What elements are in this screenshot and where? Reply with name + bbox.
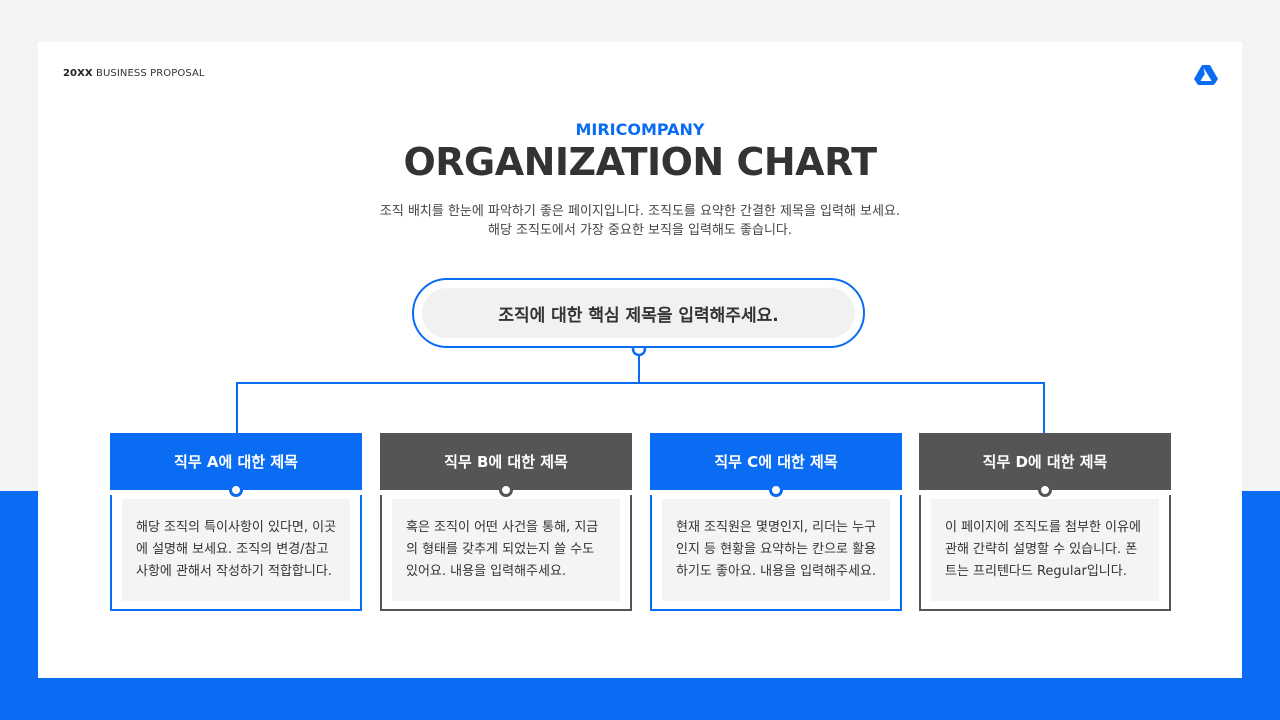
- role-body-b: 혹은 조직이 어떤 사건을 통해, 지금 의 형태를 갖추게 되었는지 쓸 수도…: [392, 499, 620, 601]
- role-body-a-line: 해당 조직의 특이사항이 있다면, 이곳: [136, 520, 337, 535]
- page-title: ORGANIZATION CHART: [403, 140, 877, 184]
- role-body-b-line: 있어요. 내용을 입력해주세요.: [406, 564, 567, 579]
- role-body-a-line: 사항에 관해서 작성하기 적합합니다.: [136, 564, 332, 579]
- role-card-a: 직무 A에 대한 제목 해당 조직의 특이사항이 있다면, 이곳 에 설명해 보…: [110, 433, 362, 611]
- role-body-b-line: 의 형태를 갖추게 되었는지 쓸 수도: [406, 542, 595, 557]
- role-title-c: 직무 C에 대한 제목: [650, 433, 902, 490]
- header-label: 20XX BUSINESS PROPOSAL: [63, 68, 205, 79]
- role-body-a-line: 에 설명해 보세요. 조직의 변경/참고: [136, 542, 329, 557]
- role-frame-c: 현재 조직원은 몇명인지, 리더는 누구 인지 등 현황을 요약하는 칸으로 활…: [650, 495, 902, 611]
- header-year: 20XX: [63, 68, 93, 79]
- connector-dot: [499, 483, 513, 497]
- role-body-d-line: 트는 프리텐다드 Regular입니다.: [945, 564, 1127, 579]
- core-title: 조직에 대한 핵심 제목을 입력해주세요.: [422, 288, 855, 338]
- role-card-c: 직무 C에 대한 제목 현재 조직원은 몇명인지, 리더는 누구 인지 등 현황…: [650, 433, 902, 611]
- role-body-b-line: 혹은 조직이 어떤 사건을 통해, 지금: [406, 520, 599, 535]
- role-frame-a: 해당 조직의 특이사항이 있다면, 이곳 에 설명해 보세요. 조직의 변경/참…: [110, 495, 362, 611]
- connector-dot: [1038, 483, 1052, 497]
- header-proposal: BUSINESS PROPOSAL: [96, 68, 205, 79]
- role-title-b: 직무 B에 대한 제목: [380, 433, 632, 490]
- role-body-c: 현재 조직원은 몇명인지, 리더는 누구 인지 등 현황을 요약하는 칸으로 활…: [662, 499, 890, 601]
- role-body-c-line: 현재 조직원은 몇명인지, 리더는 누구: [676, 520, 877, 535]
- drive-logo-icon: [1194, 65, 1218, 85]
- role-body-c-line: 인지 등 현황을 요약하는 칸으로 활용: [676, 542, 877, 557]
- role-card-d: 직무 D에 대한 제목 이 페이지에 조직도를 첨부한 이유에 관해 간략히 설…: [919, 433, 1171, 611]
- core-title-box: 조직에 대한 핵심 제목을 입력해주세요.: [412, 278, 865, 348]
- description-line-1: 조직 배치를 한눈에 파악하기 좋은 페이지입니다. 조직도를 요약한 간결한 …: [379, 204, 901, 219]
- role-frame-d: 이 페이지에 조직도를 첨부한 이유에 관해 간략히 설명할 수 있습니다. 폰…: [919, 495, 1171, 611]
- description-line-2: 해당 조직도에서 가장 중요한 보직을 입력해도 좋습니다.: [487, 223, 792, 238]
- role-body-a: 해당 조직의 특이사항이 있다면, 이곳 에 설명해 보세요. 조직의 변경/참…: [122, 499, 350, 601]
- role-body-d-line: 관해 간략히 설명할 수 있습니다. 폰: [945, 542, 1138, 557]
- slide-card: 20XX BUSINESS PROPOSAL MIRICOMPANY ORGAN…: [38, 42, 1242, 678]
- role-title-d: 직무 D에 대한 제목: [919, 433, 1171, 490]
- role-body-d-line: 이 페이지에 조직도를 첨부한 이유에: [945, 520, 1141, 535]
- role-body-c-line: 하기도 좋아요. 내용을 입력해주세요.: [676, 564, 877, 579]
- role-body-d: 이 페이지에 조직도를 첨부한 이유에 관해 간략히 설명할 수 있습니다. 폰…: [931, 499, 1159, 601]
- company-name: MIRICOMPANY: [575, 120, 705, 139]
- connector-dot: [769, 483, 783, 497]
- role-title-a: 직무 A에 대한 제목: [110, 433, 362, 490]
- role-frame-b: 혹은 조직이 어떤 사건을 통해, 지금 의 형태를 갖추게 되었는지 쓸 수도…: [380, 495, 632, 611]
- role-card-b: 직무 B에 대한 제목 혹은 조직이 어떤 사건을 통해, 지금 의 형태를 갖…: [380, 433, 632, 611]
- page-description: 조직 배치를 한눈에 파악하기 좋은 페이지입니다. 조직도를 요약한 간결한 …: [38, 202, 1242, 240]
- connector-dot: [229, 483, 243, 497]
